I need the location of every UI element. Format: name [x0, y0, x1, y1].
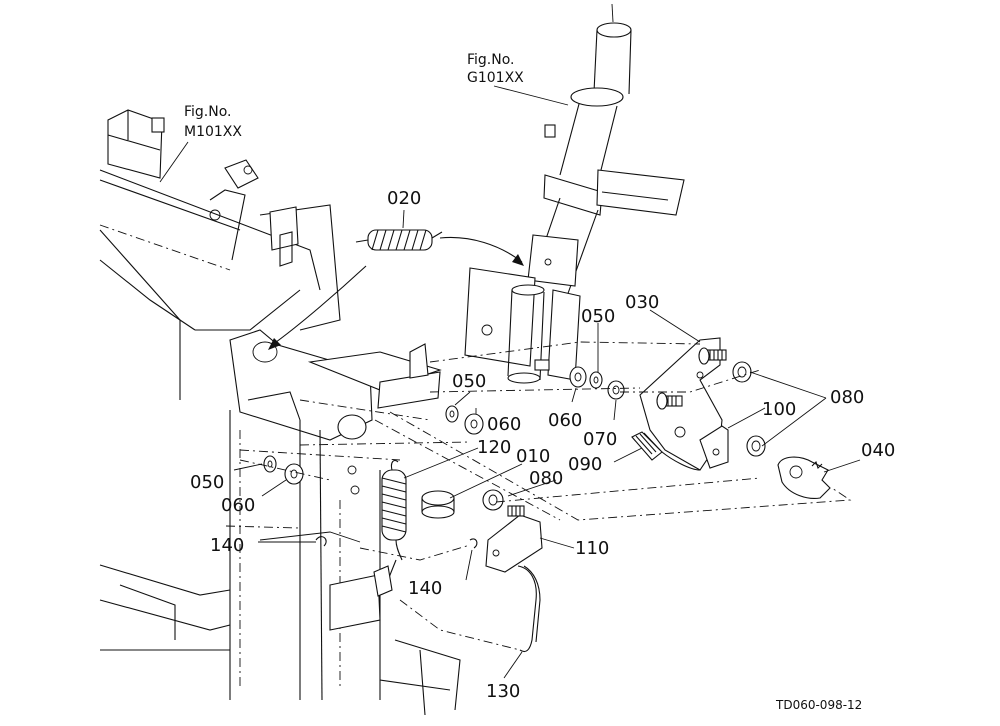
arrowhead-020-column [512, 254, 524, 266]
collar-060-mid [464, 413, 484, 435]
washer-080-top [732, 361, 752, 383]
part-label-020: 020 [387, 188, 421, 209]
washer-080-mid [746, 435, 766, 457]
washer-050-mid [445, 405, 459, 423]
collar-060-right [569, 366, 587, 388]
cap-010 [421, 490, 455, 519]
washer-070 [607, 380, 625, 400]
hook-plate [373, 565, 393, 597]
part-label-060-mid: 060 [487, 414, 521, 435]
part-label-070: 070 [583, 429, 617, 450]
pin-140-left [315, 536, 327, 547]
fig-ref-column-line1: Fig.No. [467, 52, 515, 68]
collar-060-left [284, 463, 304, 485]
part-label-140-left: 140 [210, 535, 244, 556]
part-label-080-low: 080 [529, 468, 563, 489]
bracket-110 [485, 505, 543, 573]
part-label-090: 090 [568, 454, 602, 475]
part-label-080-right: 080 [830, 387, 864, 408]
washer-050-left [263, 455, 277, 473]
washer-050-right [589, 371, 603, 389]
washer-080-low [482, 489, 504, 511]
fig-ref-frame-line2: M101XX [184, 124, 242, 140]
main-frame [99, 109, 461, 716]
arrow-020-column [439, 236, 523, 263]
arrowhead-020-frame [268, 338, 281, 350]
rod-130-edge [523, 565, 541, 643]
part-label-050-left: 050 [190, 472, 224, 493]
steering-column [464, 3, 685, 384]
cam-040 [777, 456, 831, 499]
part-label-060-left: 060 [221, 495, 255, 516]
arrow-020-frame [271, 265, 367, 346]
spring-020 [355, 229, 443, 251]
part-label-050-right: 050 [581, 306, 615, 327]
part-label-040: 040 [861, 440, 895, 461]
part-label-050-mid: 050 [452, 371, 486, 392]
part-label-100: 100 [762, 399, 796, 420]
plate-100 [699, 425, 729, 469]
drawing-code: TD060-098-12 [775, 698, 862, 712]
part-label-140-mid: 140 [408, 578, 442, 599]
part-label-060-right: 060 [548, 410, 582, 431]
spring-090 [631, 431, 701, 471]
part-label-110: 110 [575, 538, 609, 559]
pin-140-upper [469, 538, 478, 549]
part-label-130: 130 [486, 681, 520, 702]
fig-ref-column-line2: G101XX [467, 70, 524, 86]
leader-lines [159, 85, 861, 679]
bolt-030 [698, 347, 727, 365]
rod-130 [517, 565, 537, 653]
fig-ref-frame-line1: Fig.No. [184, 104, 232, 120]
part-label-010: 010 [516, 446, 550, 467]
bolt-100 [656, 392, 683, 410]
part-label-120: 120 [477, 437, 511, 458]
part-label-030: 030 [625, 292, 659, 313]
spring-120 [381, 459, 407, 561]
